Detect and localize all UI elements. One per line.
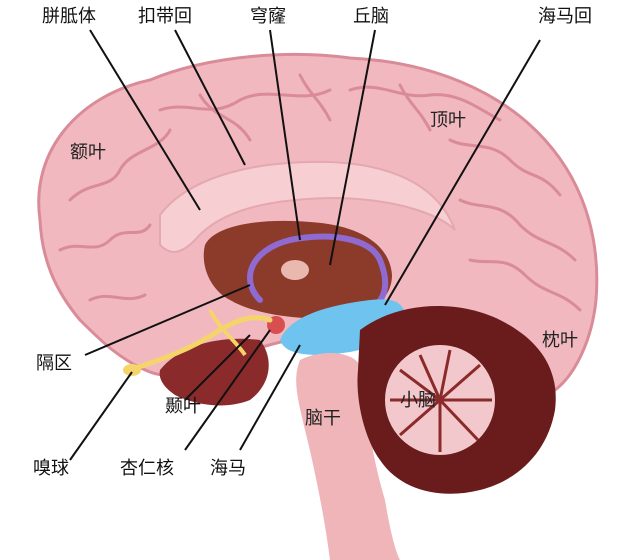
- fornix: [247, 233, 389, 313]
- label-occipital-lobe: 枕叶: [542, 330, 578, 351]
- label-fornix: 穹窿: [250, 6, 286, 27]
- brainstem: [296, 353, 400, 560]
- leader-hippocampus: [239, 344, 301, 451]
- leader-fornix: [269, 29, 301, 241]
- leader-temporal: [184, 334, 251, 401]
- thalamus-spot: [281, 260, 309, 280]
- label-olfactory-bulb: 嗅球: [33, 458, 69, 479]
- leader-lines: [69, 29, 541, 461]
- leader-thalamus: [329, 29, 376, 266]
- label-septal-area: 隔区: [36, 353, 72, 374]
- olfactory-tract: [127, 315, 273, 373]
- leader-hippocampal-gyrus: [384, 39, 541, 306]
- leader-amygdala: [184, 329, 271, 451]
- septal-fibers: [208, 309, 247, 357]
- label-frontal-lobe: 额叶: [70, 142, 106, 163]
- arbor-vitae: [390, 349, 492, 452]
- leader-cingulate: [174, 29, 246, 166]
- label-temporal-lobe: 颞叶: [165, 396, 201, 417]
- leader-olfactory: [69, 371, 133, 461]
- label-hippocampal-gyrus: 海马回: [538, 6, 592, 27]
- label-brainstem: 脑干: [305, 408, 341, 429]
- gyri-texture: [58, 73, 582, 312]
- label-cerebellum: 小脑: [400, 390, 436, 411]
- label-cingulate-gyrus: 扣带回: [138, 6, 192, 27]
- label-hippocampus: 海马: [210, 458, 246, 479]
- olfactory-bulb: [123, 364, 141, 376]
- leader-corpus-callosum: [89, 29, 201, 211]
- label-corpus-callosum: 胼胝体: [42, 6, 96, 27]
- label-parietal-lobe: 顶叶: [430, 110, 466, 131]
- label-thalamus: 丘脑: [353, 6, 389, 27]
- leader-septal: [84, 284, 251, 356]
- label-amygdala: 杏仁核: [120, 458, 174, 479]
